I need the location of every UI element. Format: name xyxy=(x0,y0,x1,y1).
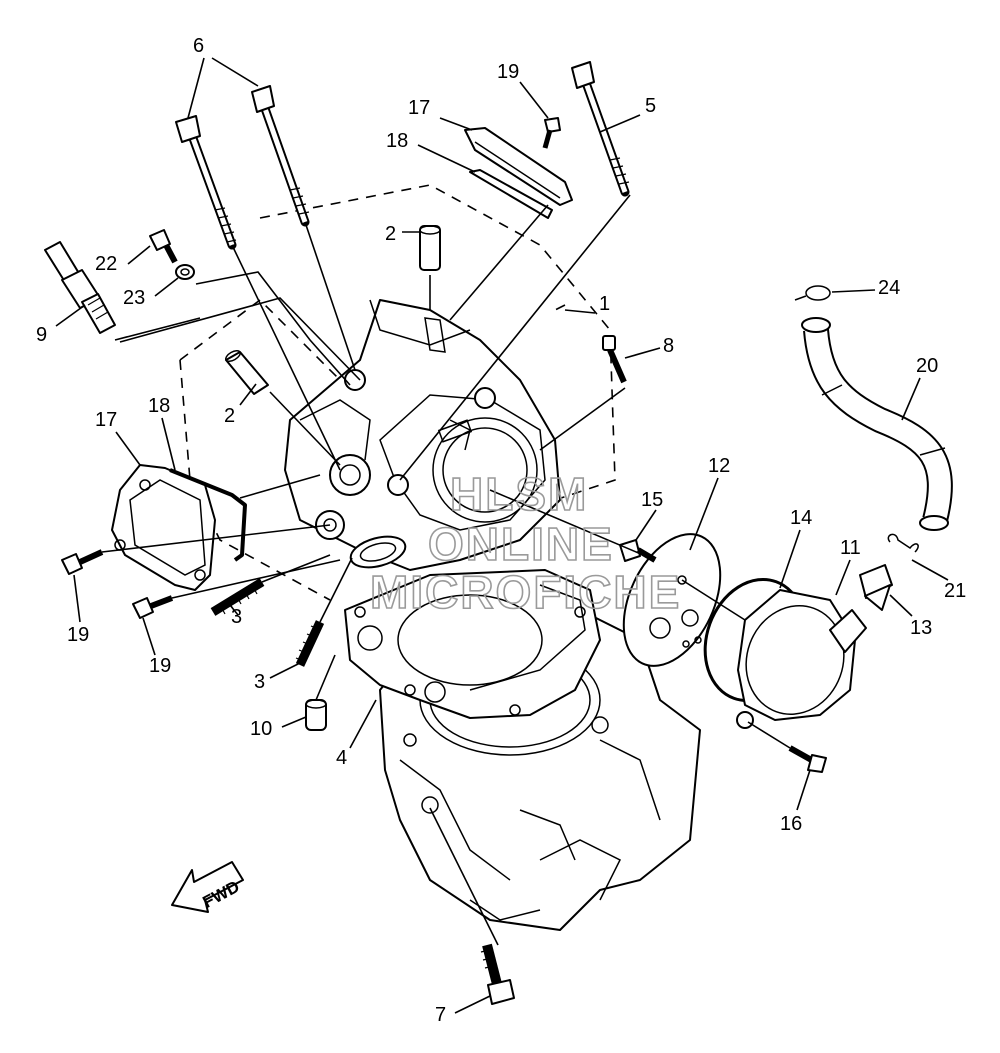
callout-8: 8 xyxy=(663,335,674,357)
clip-24 xyxy=(794,285,831,301)
callout-4: 4 xyxy=(336,747,347,769)
dowel-10 xyxy=(305,699,327,731)
valve-cover-gasket-top xyxy=(469,169,553,219)
head-bolt-5 xyxy=(571,61,630,197)
callout-20: 20 xyxy=(916,355,938,377)
watermark: HLSM ONLINE MICROFICHE xyxy=(369,467,681,619)
stud-3-lower xyxy=(295,620,325,667)
bolt-19-top xyxy=(542,117,561,149)
callout-2-left: 2 xyxy=(224,405,235,427)
bolt-19-left-lower xyxy=(132,595,174,619)
stud-3-upper xyxy=(210,578,265,616)
bolt-7 xyxy=(480,943,515,1005)
head-gasket xyxy=(344,569,601,719)
callout-19-top: 19 xyxy=(497,61,519,83)
valve-cover-left xyxy=(111,464,216,591)
dowel-pin-top xyxy=(419,225,441,271)
head-bolt-right xyxy=(251,85,310,227)
bolt-19-left-upper xyxy=(61,549,104,575)
thermostat-cover-11 xyxy=(736,589,867,729)
fwd-direction-arrow: FWD xyxy=(171,861,244,913)
callout-13: 13 xyxy=(910,617,932,639)
callout-22: 22 xyxy=(95,253,117,275)
callout-14: 14 xyxy=(790,507,812,529)
valve-cover-gasket-left xyxy=(169,468,247,562)
callout-1: 1 xyxy=(599,293,610,315)
callout-10: 10 xyxy=(250,718,272,740)
callout-19-left-upper: 19 xyxy=(67,624,89,646)
callout-5: 5 xyxy=(645,95,656,117)
callout-24: 24 xyxy=(878,277,900,299)
callout-15: 15 xyxy=(641,489,663,511)
clip-21 xyxy=(887,533,919,553)
bolt-8 xyxy=(602,335,627,384)
callout-17-left: 17 xyxy=(95,409,117,431)
washer-23 xyxy=(175,264,195,280)
callout-6: 6 xyxy=(193,35,204,57)
watermark-line-2: ONLINE xyxy=(428,518,614,570)
watermark-line-1: HLSM xyxy=(450,468,588,520)
callout-21: 21 xyxy=(944,580,966,602)
callout-16: 16 xyxy=(780,813,802,835)
callout-3-upper: 3 xyxy=(231,606,242,628)
callout-18-left: 18 xyxy=(148,395,170,417)
watermark-line-3: MICROFICHE xyxy=(370,566,681,618)
head-bolt-left xyxy=(175,115,237,250)
dowel-pin-left xyxy=(225,349,269,395)
hose-20 xyxy=(801,317,953,531)
callout-19-left-lower: 19 xyxy=(149,655,171,677)
fitting-13 xyxy=(859,564,893,611)
callout-labels: 6 19 17 18 5 22 2 23 9 1 24 8 17 18 2 20… xyxy=(36,35,966,1026)
valve-cover-top xyxy=(464,127,573,206)
callout-17-top: 17 xyxy=(408,97,430,119)
callout-18-top: 18 xyxy=(386,130,408,152)
gasket-plate-12 xyxy=(622,533,722,667)
bolt-16 xyxy=(788,745,827,773)
callout-9: 9 xyxy=(36,324,47,346)
leader-lines xyxy=(55,57,949,1014)
callout-7: 7 xyxy=(435,1004,446,1026)
callout-3-lower: 3 xyxy=(254,671,265,693)
callout-23: 23 xyxy=(123,287,145,309)
bolt-22 xyxy=(149,229,178,264)
spark-plug xyxy=(44,241,116,334)
callout-12: 12 xyxy=(708,455,730,477)
callout-2-top: 2 xyxy=(385,223,396,245)
callout-11: 11 xyxy=(840,537,861,559)
